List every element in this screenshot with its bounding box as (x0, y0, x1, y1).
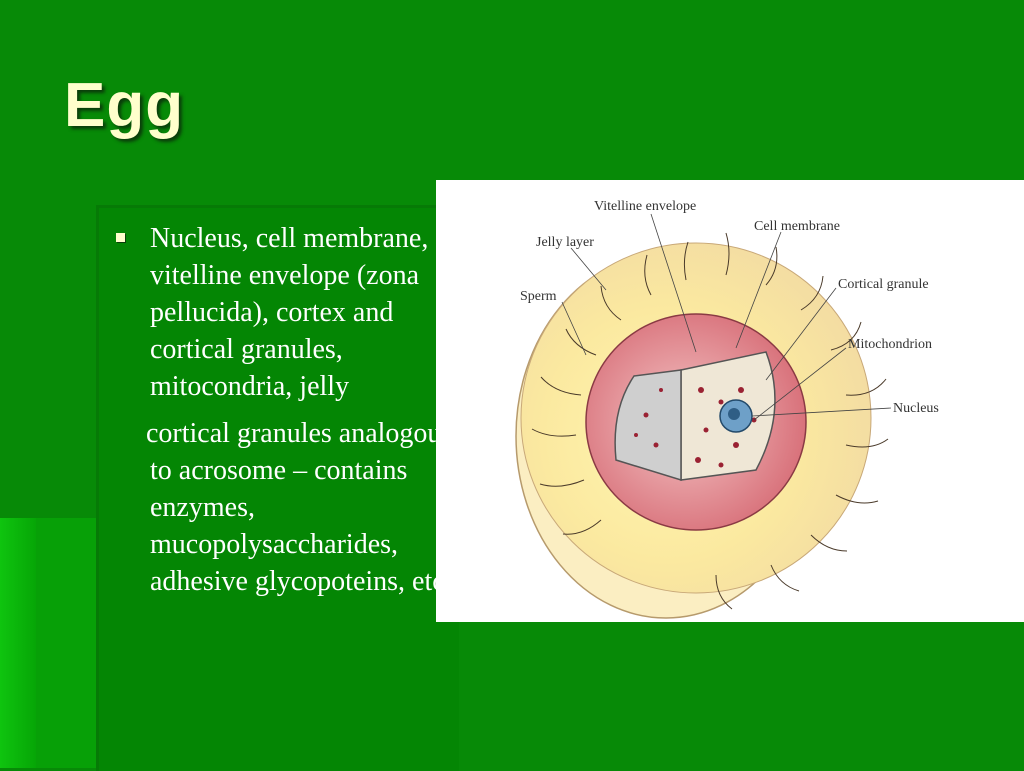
sperm-strands (531, 232, 889, 610)
leader-lines (561, 213, 892, 421)
label-sperm: Sperm (520, 289, 557, 304)
bullet-list: Nucleus, cell membrane, vitelline envelo… (112, 220, 462, 600)
egg-diagram: Vitelline envelope Cell membrane Jelly l… (436, 180, 1024, 622)
background-band-left (0, 518, 36, 768)
label-mitochondrion: Mitochondrion (848, 337, 932, 352)
bullet-text: Nucleus, cell membrane, vitelline envelo… (150, 223, 429, 402)
slide-title: Egg (64, 71, 185, 140)
nucleolus (728, 408, 740, 420)
label-nucleus: Nucleus (893, 401, 939, 416)
text-panel-background (96, 205, 459, 771)
background-band-mid (36, 518, 96, 768)
square-bullet-icon (116, 233, 125, 242)
label-cell-membrane: Cell membrane (754, 219, 840, 234)
cortical-granules (634, 387, 757, 468)
label-vitelline-envelope: Vitelline envelope (594, 199, 696, 214)
bullet-continuation: cortical granules analogous to acrosome … (146, 418, 453, 597)
label-cortical-granule: Cortical granule (838, 277, 929, 292)
label-jelly-layer: Jelly layer (536, 235, 594, 250)
egg-diagram-drawing: Vitelline envelope Cell membrane Jelly l… (515, 199, 939, 619)
bullet-item: Nucleus, cell membrane, vitelline envelo… (112, 220, 462, 405)
cutaway-face (614, 369, 682, 482)
